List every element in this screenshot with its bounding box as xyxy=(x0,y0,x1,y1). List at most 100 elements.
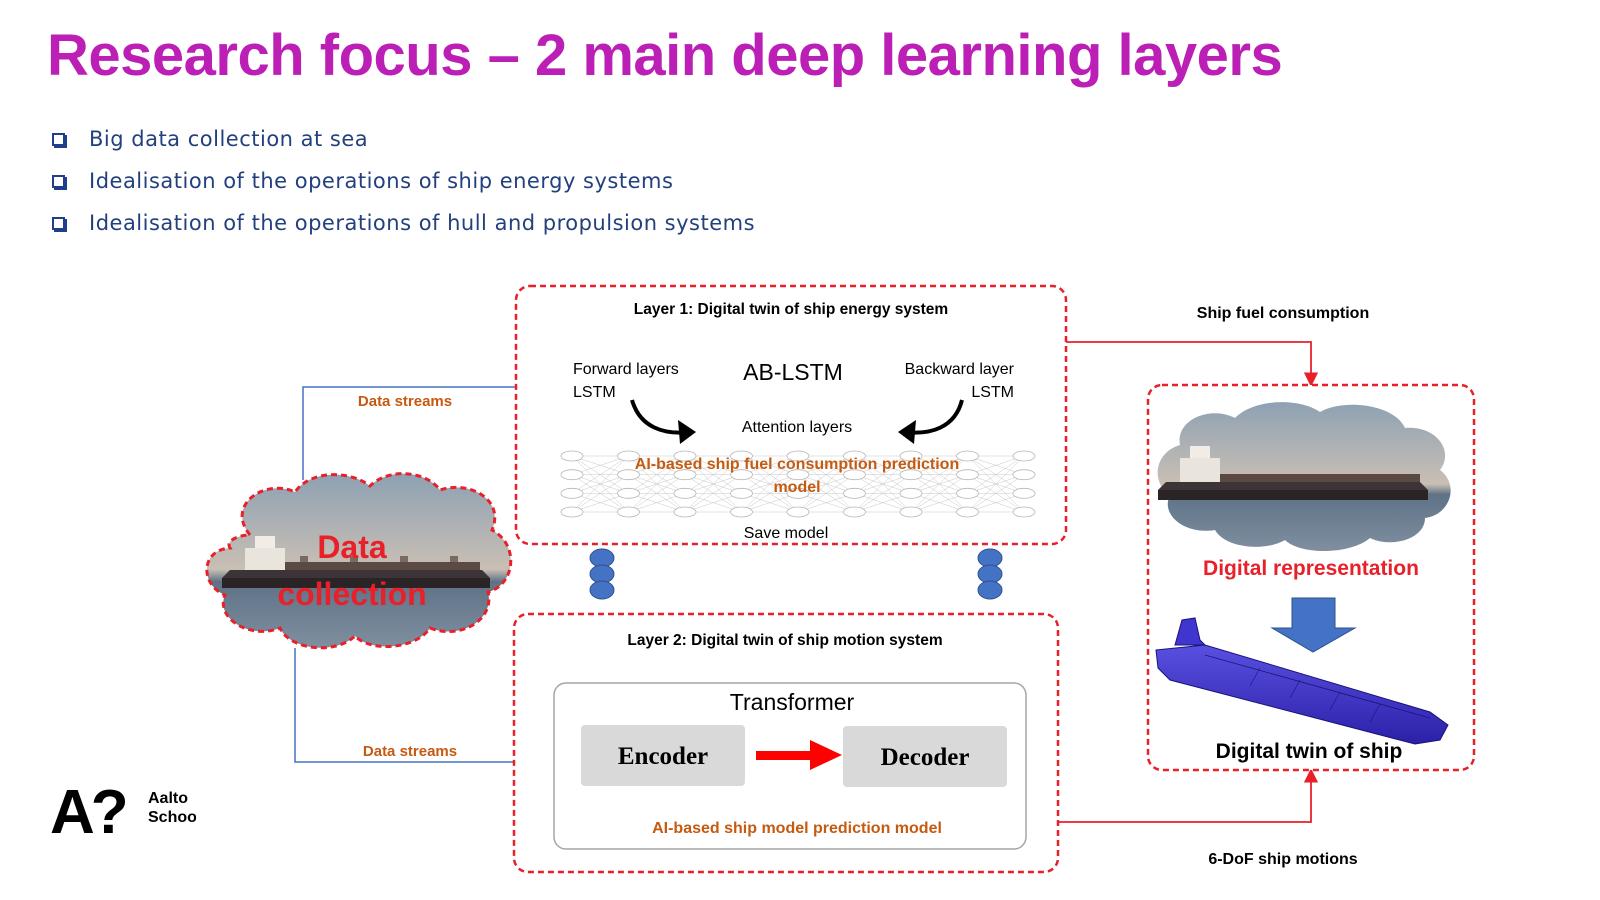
nn-node xyxy=(560,450,584,462)
nn-node xyxy=(899,487,923,499)
layer1-title: Layer 1: Digital twin of ship energy sys… xyxy=(634,301,948,318)
layer2-title: Layer 2: Digital twin of ship motion sys… xyxy=(627,632,942,649)
bullet-item: Idealisation of the operations of hull a… xyxy=(52,202,755,244)
bulk-carrier-image xyxy=(222,536,490,588)
layer1-box xyxy=(514,284,1068,546)
nn-node xyxy=(617,506,640,518)
nn-node xyxy=(730,487,753,499)
nn-edge xyxy=(967,455,1025,513)
nn-edge xyxy=(741,455,799,513)
nn-edge xyxy=(684,455,742,494)
nn-edge xyxy=(854,455,912,494)
nn-edge xyxy=(910,474,968,513)
nn-node xyxy=(730,450,753,462)
forward-arrowhead-icon xyxy=(678,420,696,444)
nn-node xyxy=(1012,450,1036,462)
bullet-item: Idealisation of the operations of ship e… xyxy=(52,160,755,202)
nn-node xyxy=(617,469,640,481)
bullet-text: Idealisation of the operations of ship e… xyxy=(89,169,674,193)
nn-edge xyxy=(967,493,1025,513)
nn-node xyxy=(956,506,979,518)
bullet-text: Big data collection at sea xyxy=(89,127,369,151)
nn-edge xyxy=(967,455,1025,475)
nn-node xyxy=(560,469,584,481)
digital-twin-label: Digital twin of ship xyxy=(1216,740,1403,763)
nn-edge xyxy=(854,455,912,513)
nn-node xyxy=(956,450,979,462)
nn-edge xyxy=(628,455,686,475)
nn-edge xyxy=(628,493,686,513)
data-collection-cloud xyxy=(205,472,513,650)
nn-edge xyxy=(628,474,686,513)
fuel-consumption-label: Ship fuel consumption xyxy=(1197,305,1369,322)
nn-node xyxy=(899,450,923,462)
nn-edge xyxy=(967,455,1025,494)
nn-node xyxy=(617,487,640,499)
data-stream-bottom-line xyxy=(294,648,552,768)
nn-edge xyxy=(910,455,968,513)
nn-node xyxy=(673,487,697,499)
digital-representation-label: Digital representation xyxy=(1203,557,1419,580)
nn-node xyxy=(673,506,697,518)
nn-edge xyxy=(967,474,1025,513)
data-streams-bottom-label: Data streams xyxy=(363,743,457,760)
nn-edge xyxy=(797,455,855,513)
forward-layers-label: Forward layers xyxy=(573,361,679,378)
nn-edge xyxy=(910,493,968,513)
nn-edge xyxy=(571,455,629,475)
bullet-list: Big data collection at sea Idealisation … xyxy=(52,118,755,244)
aalto-logo: A? Aalto School xyxy=(50,778,196,847)
save-model-label: Save model xyxy=(744,525,829,542)
nn-edge xyxy=(571,493,629,513)
encoder-decoder-arrow-icon xyxy=(756,740,842,770)
nn-edge xyxy=(741,474,799,513)
checkbox-bullet-icon xyxy=(52,132,65,146)
backward-arrowhead-icon xyxy=(898,420,916,444)
layer1-caption-line2: model xyxy=(773,479,820,496)
nn-edge xyxy=(684,455,742,513)
nn-node xyxy=(617,450,640,462)
attention-layers-label: Attention layers xyxy=(742,419,852,436)
layer1-caption-line1: AI-based ship fuel consumption predictio… xyxy=(635,456,959,473)
layer2-caption: AI-based ship model prediction model xyxy=(652,820,942,837)
transformer-box xyxy=(553,682,1027,850)
neural-network-graphic xyxy=(560,450,1036,518)
nn-node xyxy=(786,487,810,499)
forward-lstm-label: LSTM xyxy=(573,384,616,401)
transformer-label: Transformer xyxy=(730,689,855,715)
nn-edge xyxy=(684,455,742,475)
aalto-logo-mark: A? xyxy=(50,778,129,847)
nn-node xyxy=(673,450,697,462)
nn-edge xyxy=(571,455,629,494)
layer-connector-right xyxy=(977,548,1003,600)
backward-layer-label: Backward layer xyxy=(905,361,1015,378)
nn-edge xyxy=(628,455,686,513)
nn-node xyxy=(730,506,753,518)
ship-motions-label: 6-DoF ship motions xyxy=(1208,851,1357,868)
nn-node xyxy=(1012,469,1036,481)
nn-node xyxy=(956,469,979,481)
nn-edge xyxy=(797,455,855,475)
aalto-logo-name: Aalto School xyxy=(148,789,196,827)
nn-edge xyxy=(684,474,742,513)
nn-edge xyxy=(741,493,799,513)
nn-node xyxy=(673,469,697,481)
nn-node xyxy=(730,469,753,481)
data-streams-top-label: Data streams xyxy=(358,393,452,410)
checkbox-bullet-icon xyxy=(52,174,65,188)
nn-node xyxy=(899,506,923,518)
nn-edge xyxy=(854,493,912,513)
fuel-output-line xyxy=(1066,341,1319,387)
nn-edge xyxy=(910,455,968,475)
nn-node xyxy=(560,506,584,518)
aalto-logo-line2: School xyxy=(148,809,196,826)
nn-node xyxy=(899,469,923,481)
nn-node xyxy=(843,450,866,462)
digital-representation-cloud xyxy=(1157,402,1451,552)
nn-edge xyxy=(797,474,855,513)
nn-edge xyxy=(571,455,629,513)
nn-node xyxy=(843,487,866,499)
checkbox-bullet-icon xyxy=(52,216,65,230)
nn-edge xyxy=(571,474,629,513)
nn-edge xyxy=(854,455,912,475)
